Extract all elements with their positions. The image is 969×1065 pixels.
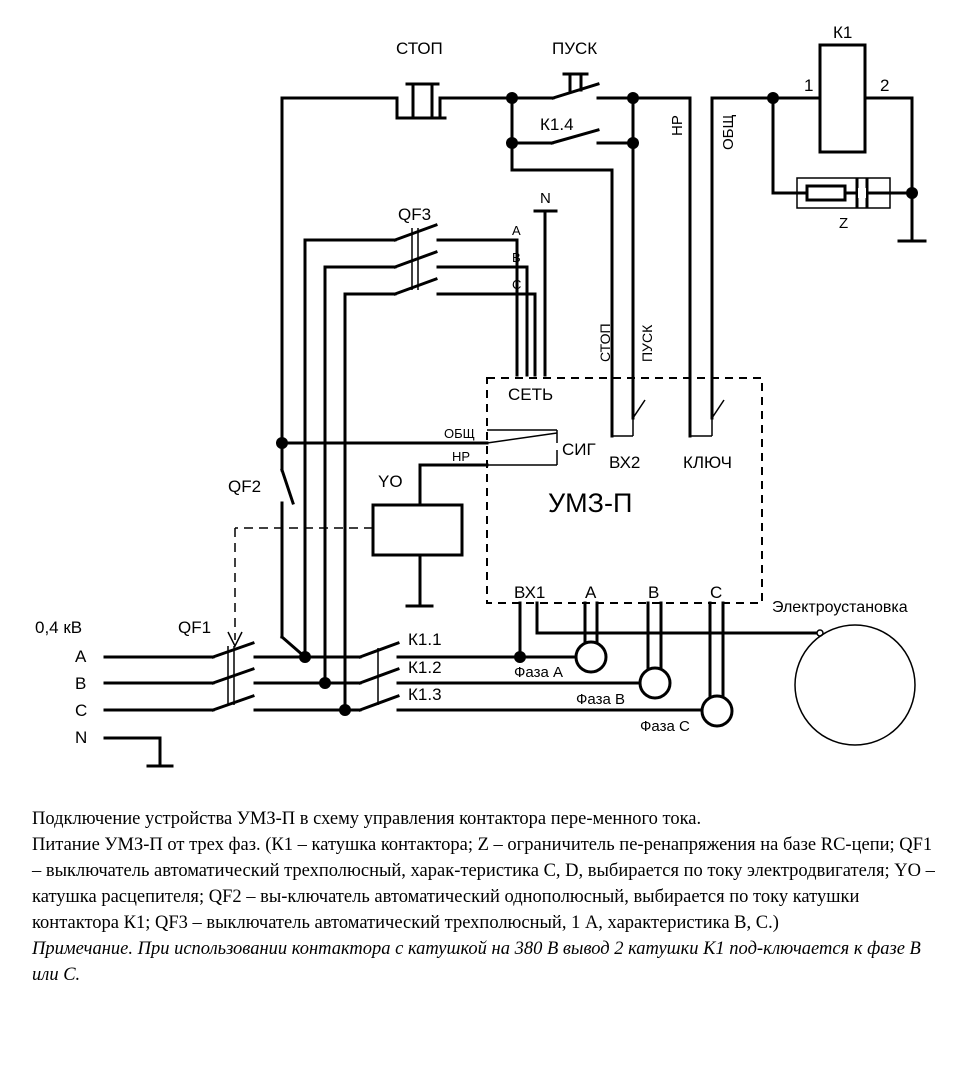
label-umz-b: B: [648, 583, 659, 602]
label-vx2: ВХ2: [609, 453, 640, 472]
label-yo: YO: [378, 472, 403, 491]
diagram-labels: СТОП ПУСК К1 1 2 К1.4 НР ОБЩ Z N QF3 A B…: [35, 23, 908, 747]
caption-line-2: Питание УМЗ-П от трех фаз. (К1 – катушка…: [32, 835, 935, 933]
label-k11: К1.1: [408, 630, 442, 649]
label-start: ПУСК: [552, 39, 597, 58]
power-lines: [103, 601, 708, 768]
figure-caption: Подключение устройства УМЗ-П в схему упр…: [32, 806, 942, 988]
label-k13: К1.3: [408, 685, 442, 704]
label-qf1: QF1: [178, 618, 211, 637]
sig-contact: [276, 429, 558, 507]
label-k1-pin1: 1: [804, 76, 813, 95]
label-umz-c: C: [710, 583, 722, 602]
label-k1-pin2: 2: [880, 76, 889, 95]
label-k12: К1.2: [408, 658, 442, 677]
caption-line-1: Подключение устройства УМЗ-П в схему упр…: [32, 809, 702, 829]
label-k14: К1.4: [540, 115, 574, 134]
label-stop-vertical: СТОП: [597, 323, 613, 362]
label-electro: Электроустановка: [772, 599, 908, 616]
label-umz-a: A: [585, 583, 597, 602]
label-line-c: C: [75, 701, 87, 720]
z-limiter: [796, 177, 891, 209]
label-nr-top: НР: [669, 115, 686, 136]
label-line-b: B: [75, 674, 86, 693]
label-start-vertical: ПУСК: [639, 324, 655, 362]
stop-button-symbol: [395, 82, 447, 120]
label-stop: СТОП: [396, 39, 443, 58]
label-net: СЕТЬ: [508, 385, 553, 404]
label-umz: УМЗ-П: [548, 488, 632, 518]
z-resistor: [805, 184, 847, 202]
umz-device: [486, 376, 763, 604]
label-phase-a: Фаза А: [514, 664, 563, 681]
label-sig: СИГ: [562, 440, 596, 459]
label-key: КЛЮЧ: [683, 453, 732, 472]
start-button-symbol: [510, 72, 635, 100]
label-phase-a-small: A: [512, 223, 521, 238]
wiring-diagram: СТОП ПУСК К1 1 2 К1.4 НР ОБЩ Z N QF3 A B…: [35, 23, 927, 768]
label-phase-b: Фаза В: [576, 691, 625, 708]
label-n-top: N: [540, 190, 551, 207]
qf3-breaker: [303, 223, 537, 712]
qf2-breaker: [279, 453, 308, 660]
label-nr-sig: НР: [452, 449, 470, 464]
label-k1: К1: [833, 23, 852, 42]
label-phase-b-small: B: [512, 250, 521, 265]
label-common-sig: ОБЩ: [444, 426, 475, 441]
label-qf2: QF2: [228, 477, 261, 496]
label-line-a: A: [75, 647, 87, 666]
label-qf3: QF3: [398, 205, 431, 224]
label-phase-c: Фаза С: [640, 718, 690, 735]
label-line-n: N: [75, 728, 87, 747]
label-vx1: ВХ1: [514, 583, 545, 602]
k1-coil: [818, 43, 867, 154]
label-voltage: 0,4 кВ: [35, 618, 82, 637]
label-common-top: ОБЩ: [720, 114, 737, 150]
current-transformers: [535, 601, 824, 728]
control-circuit: [280, 43, 927, 457]
label-z: Z: [839, 215, 848, 232]
label-phase-c-small: C: [512, 277, 521, 292]
motor-circle: [794, 624, 916, 746]
caption-note: Примечание. При использовании контактора…: [32, 939, 921, 985]
yo-coil: [227, 503, 464, 648]
